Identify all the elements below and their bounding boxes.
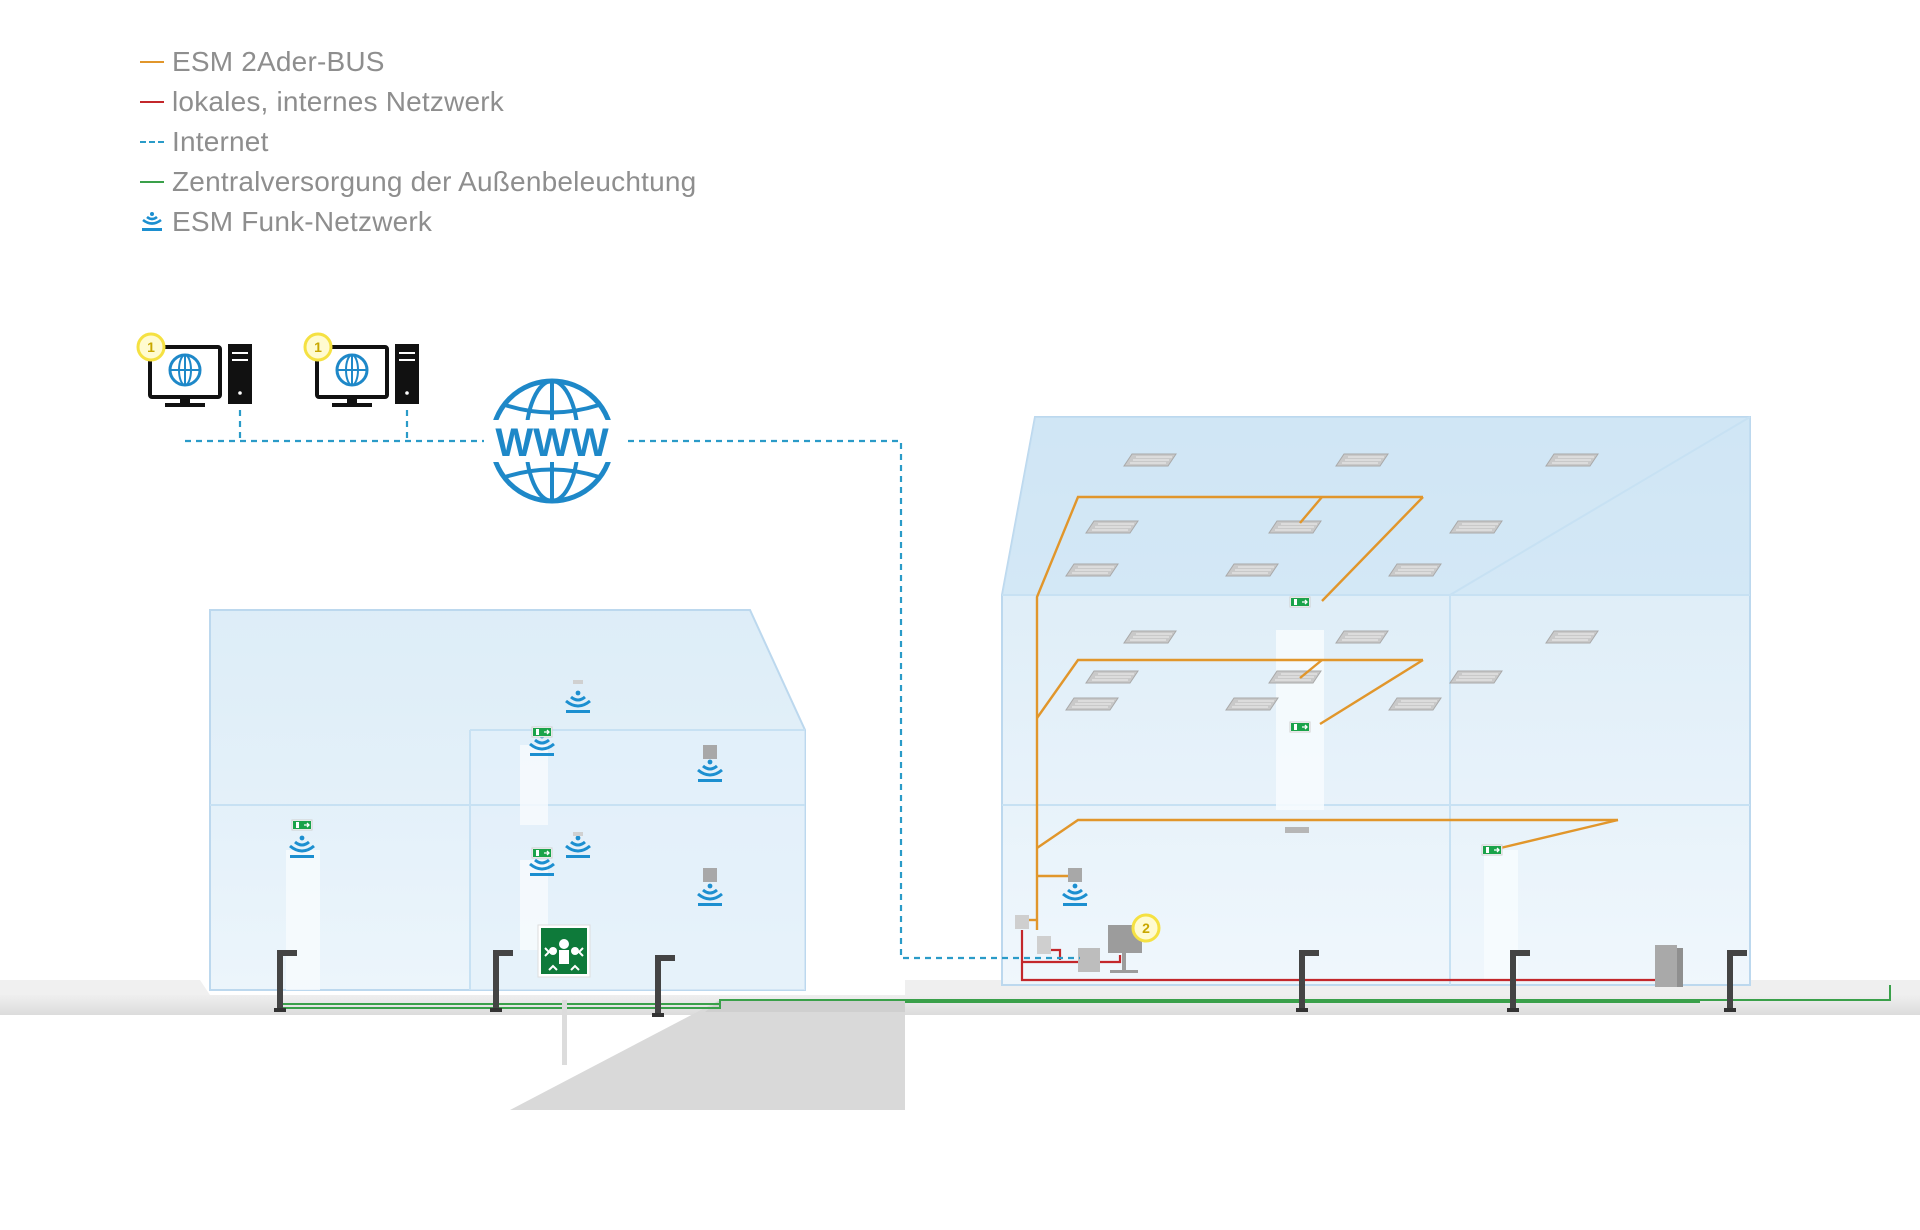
lan-line-icon	[140, 90, 164, 114]
internet-links	[185, 410, 1080, 960]
workstation-1: 1	[136, 332, 252, 407]
legend: ESM 2Ader-BUS lokales, internes Netzwerk…	[140, 42, 696, 242]
exit-signs	[1285, 596, 1503, 856]
legend-label: Zentralversorgung der Außenbeleuchtung	[172, 166, 697, 197]
legend-item-outdoor-supply: Zentralversorgung der Außenbeleuchtung	[140, 162, 696, 202]
bus-line-icon	[140, 50, 164, 74]
badge: 1	[303, 332, 333, 362]
svg-text:2: 2	[1142, 920, 1150, 936]
svg-text:1: 1	[147, 339, 155, 355]
legend-item-lan: lokales, internes Netzwerk	[140, 82, 696, 122]
globe-icon	[335, 353, 369, 387]
central-control-unit	[1015, 915, 1683, 987]
wifi-icon	[140, 210, 164, 234]
bus-wiring	[1022, 495, 1619, 930]
www-globe-icon: WWW	[484, 378, 620, 504]
central-unit-badge: 2	[1131, 913, 1161, 943]
legend-label: ESM Funk-Netzwerk	[172, 206, 433, 237]
legend-item-bus: ESM 2Ader-BUS	[140, 42, 696, 82]
www-label: WWW	[495, 421, 609, 465]
wireless-devices	[288, 680, 1089, 908]
globe-icon	[168, 353, 202, 387]
internet-dashed-line-icon	[140, 130, 164, 154]
workstation-2: 1	[303, 332, 419, 407]
legend-label: ESM 2Ader-BUS	[172, 46, 385, 77]
legend-item-internet: Internet	[140, 122, 696, 162]
outdoor-line-icon	[140, 170, 164, 194]
legend-item-wireless: ESM Funk-Netzwerk	[140, 202, 696, 242]
legend-label: Internet	[172, 126, 269, 157]
left-building	[209, 609, 806, 991]
svg-text:1: 1	[314, 339, 322, 355]
badge: 1	[136, 332, 166, 362]
legend-label: lokales, internes Netzwerk	[172, 86, 504, 117]
assembly-point-sign	[537, 924, 591, 1065]
